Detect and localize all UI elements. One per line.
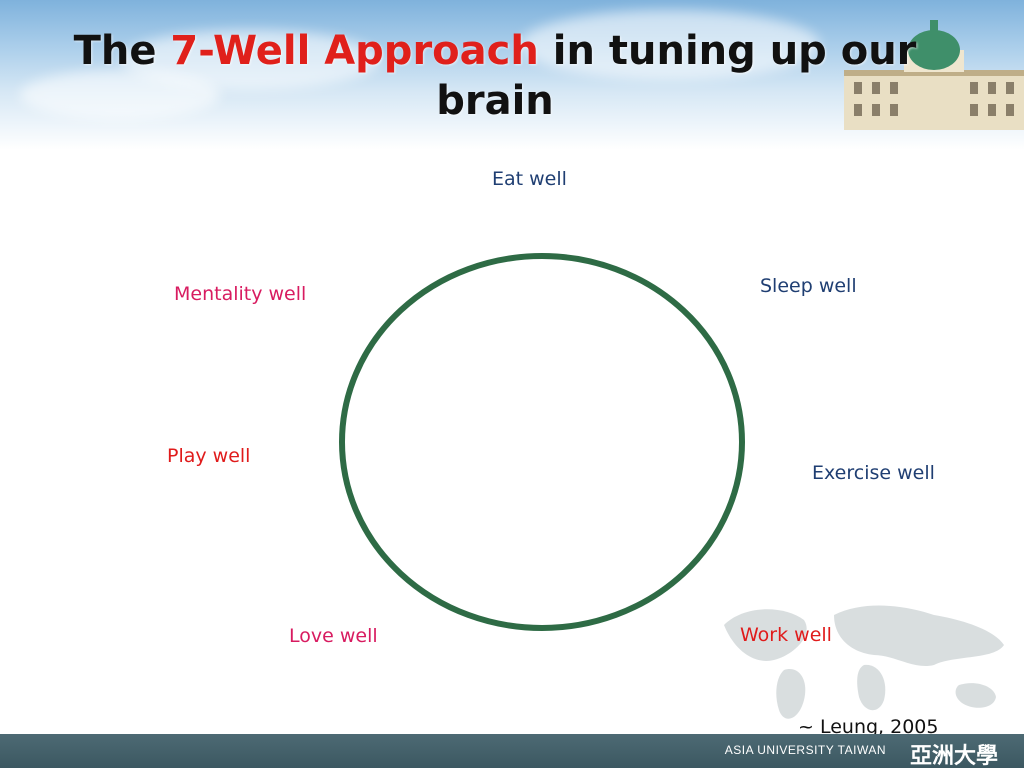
cloud <box>20 70 220 120</box>
footer-university-name: ASIA UNIVERSITY TAIWAN <box>724 743 886 757</box>
label-eat-well: Eat well <box>492 168 567 190</box>
slide-title: The 7-Well Approach in tuning up our bra… <box>20 26 970 126</box>
citation: ~ Leung, 2005 <box>798 716 939 738</box>
cycle-circle <box>339 253 745 631</box>
label-love-well: Love well <box>289 625 378 647</box>
label-play-well: Play well <box>167 445 251 467</box>
title-suffix: in tuning up our brain <box>436 28 917 124</box>
title-prefix: The <box>73 28 171 74</box>
footer-bar: ASIA UNIVERSITY TAIWAN 亞洲大學 <box>0 734 1024 768</box>
label-exercise-well: Exercise well <box>812 462 935 484</box>
label-mentality-well: Mentality well <box>174 283 307 305</box>
label-sleep-well: Sleep well <box>760 275 857 297</box>
university-building-image <box>844 20 1024 130</box>
world-map-watermark <box>724 605 1004 719</box>
footer-university-logo-text: 亞洲大學 <box>909 743 998 768</box>
label-work-well: Work well <box>740 624 832 646</box>
cloud <box>520 10 820 80</box>
title-highlight: 7-Well Approach <box>170 28 539 74</box>
